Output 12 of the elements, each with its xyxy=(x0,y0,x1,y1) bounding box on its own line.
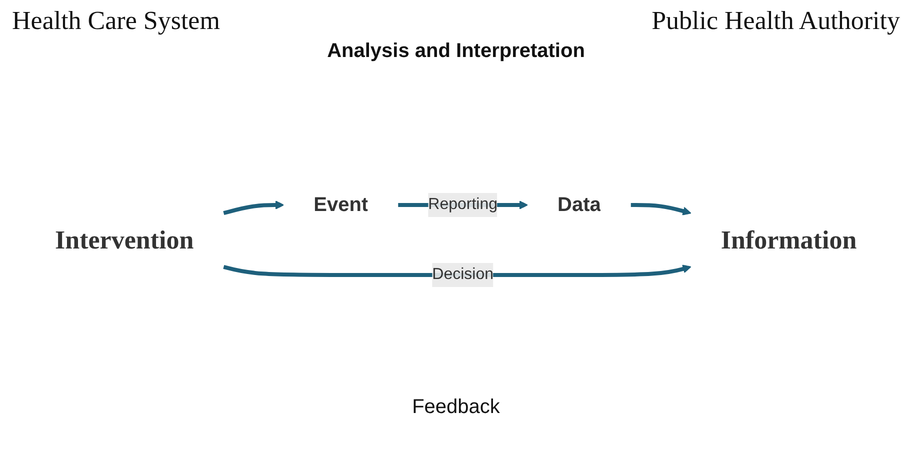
arrow xyxy=(631,203,692,216)
center-label: Analysis and Interpretation xyxy=(327,40,585,62)
edge-label: Decision xyxy=(432,266,494,283)
node-text: Event xyxy=(314,194,368,216)
node-text: Intervention xyxy=(55,226,194,254)
edge-label: Reporting xyxy=(428,196,498,213)
section-heading: Health Care System xyxy=(12,6,220,37)
section-heading: Public Health Authority xyxy=(652,6,900,37)
node-text: Information xyxy=(721,226,857,254)
node-text: Data xyxy=(558,194,602,216)
bottom-label: Feedback xyxy=(412,396,500,418)
arrow xyxy=(223,200,284,216)
